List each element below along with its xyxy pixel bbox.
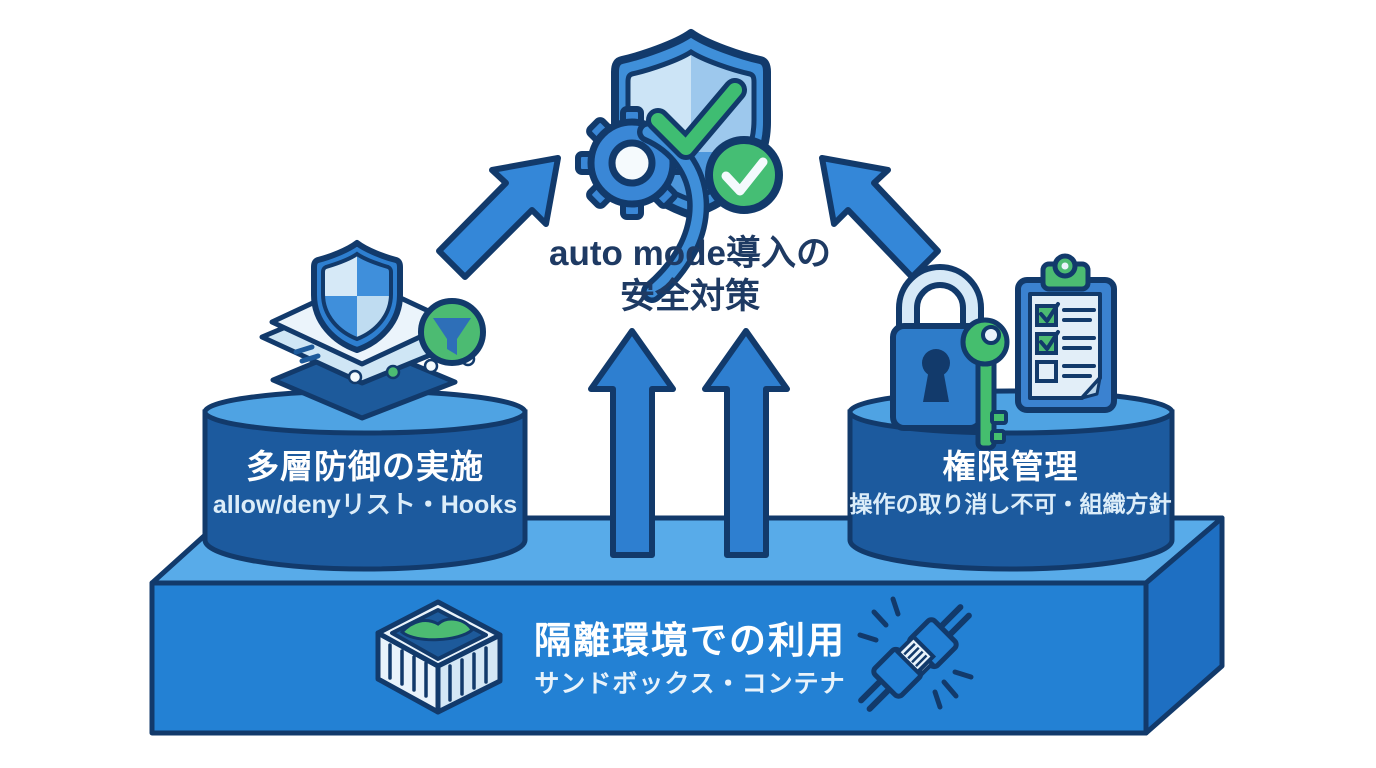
base-subtitle: サンドボックス・コンテナ bbox=[534, 670, 846, 698]
arrow-up-right-icon bbox=[702, 328, 790, 558]
diagram-title-line2: 安全対策 bbox=[619, 277, 760, 316]
shield-gear-double-check-icon bbox=[575, 29, 783, 303]
disconnected-plug-icon bbox=[857, 596, 974, 712]
pillar-right-subtitle: 操作の取り消し不可・組織方針 bbox=[849, 491, 1172, 517]
arrow-left-up-icon bbox=[436, 155, 561, 280]
arrow-right-up-icon bbox=[819, 155, 941, 280]
lock-key-checklist-icon bbox=[890, 253, 1117, 451]
pillar-right-title: 権限管理 bbox=[942, 448, 1079, 485]
pillar-left-subtitle: allow/denyリスト・Hooks bbox=[212, 491, 518, 519]
diagram-title-line1: auto mode導入の bbox=[549, 234, 831, 273]
sandbox-icon bbox=[375, 599, 503, 715]
base-title: 隔離環境での利用 bbox=[534, 620, 846, 661]
arrow-up-left-icon bbox=[588, 328, 676, 558]
layered-defense-filter-icon bbox=[259, 240, 486, 421]
pillar-left-title: 多層防御の実施 bbox=[246, 448, 484, 485]
diagram-title: auto mode導入の 安全対策 bbox=[390, 232, 990, 318]
